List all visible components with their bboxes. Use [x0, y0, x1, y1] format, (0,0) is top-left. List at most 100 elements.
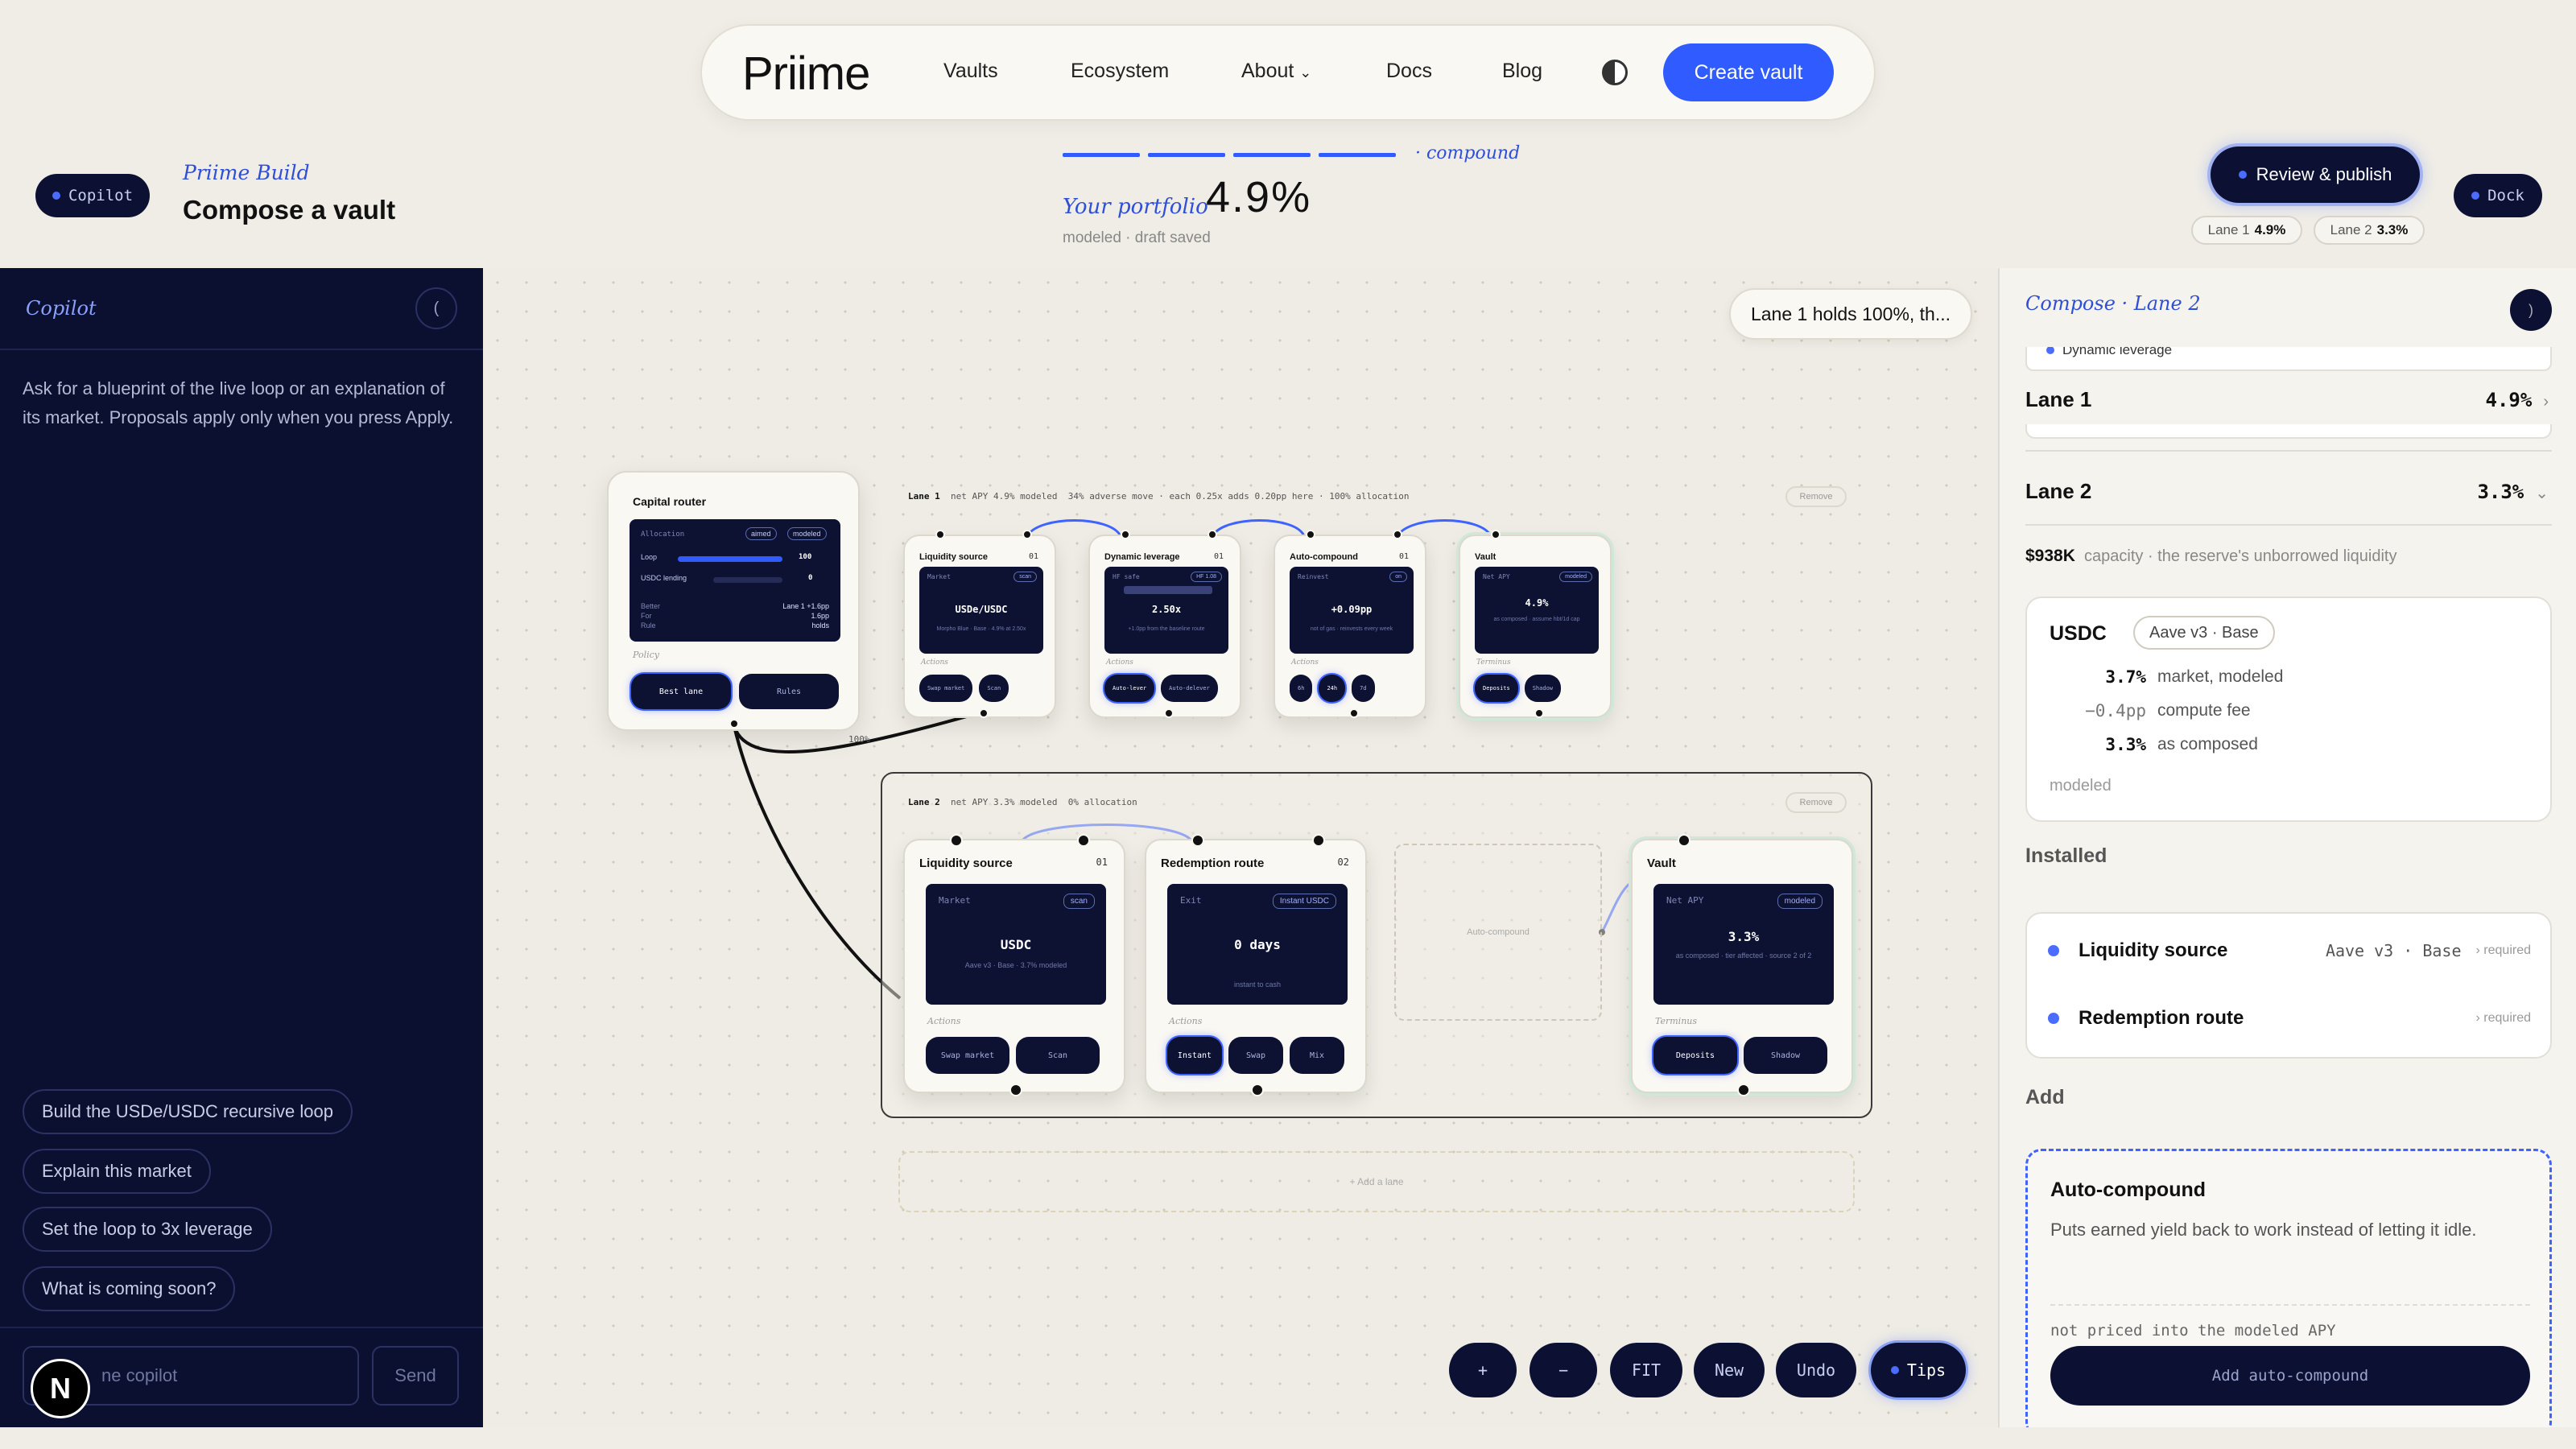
copilot-pill[interactable]: Copilot [35, 174, 150, 217]
nav-blog[interactable]: Blog [1502, 60, 1543, 82]
port[interactable] [1678, 834, 1690, 847]
new-button[interactable]: New [1694, 1343, 1765, 1397]
port[interactable] [1208, 530, 1217, 539]
port[interactable] [1349, 708, 1359, 718]
empty-slot-auto-compound[interactable]: Auto-compound [1394, 844, 1602, 1021]
node-number: 02 [1337, 857, 1349, 868]
instant-button[interactable]: Instant [1167, 1037, 1222, 1074]
send-button[interactable]: Send [372, 1346, 459, 1406]
port[interactable] [729, 719, 739, 729]
port[interactable] [1306, 530, 1315, 539]
zoom-in-button[interactable]: + [1449, 1343, 1517, 1397]
dock-button[interactable]: Dock [2454, 174, 2542, 217]
mix-button[interactable]: Mix [1290, 1037, 1344, 1074]
lane2-vault-node[interactable]: Vault Net APY modeled 3.3% as composed ·… [1631, 834, 1853, 1096]
close-panel-button[interactable]: ) [2510, 289, 2552, 331]
review-publish-button[interactable]: Review & publish [2211, 147, 2420, 203]
nav-docs[interactable]: Docs [1386, 60, 1432, 82]
port[interactable] [1491, 530, 1501, 539]
lane1-liquidity-source-node[interactable]: Liquidity source 01 Market scan USDe/USD… [903, 530, 1056, 718]
node-tag: Market [939, 895, 971, 906]
suggestion-chip[interactable]: What is coming soon? [23, 1266, 236, 1311]
copilot-sidebar: Copilot ( Ask for a blueprint of the liv… [0, 268, 483, 1427]
interval-6h-button[interactable]: 6h [1290, 675, 1313, 702]
node-number: 01 [1213, 552, 1224, 561]
copilot-input[interactable]: ne copilot [23, 1346, 359, 1406]
lane2-remove-button[interactable]: Remove [1785, 792, 1847, 813]
swap-market-button[interactable]: Swap market [919, 675, 973, 702]
port[interactable] [979, 708, 989, 718]
port[interactable] [1121, 530, 1130, 539]
port[interactable] [935, 530, 945, 539]
best-lane-button[interactable]: Best lane [631, 674, 731, 709]
fit-button[interactable]: FIT [1610, 1343, 1682, 1397]
capital-router-node[interactable]: Capital router Allocation aimed modeled … [607, 471, 860, 731]
lane2-redemption-route-node[interactable]: Redemption route 02 Exit Instant USDC 0 … [1145, 834, 1367, 1096]
nav-vaults[interactable]: Vaults [943, 60, 998, 82]
lane2-meta: Lane 2 net APY 3.3% modeled 0% allocatio… [908, 797, 1137, 807]
add-auto-compound-button[interactable]: Add auto-compound [2050, 1346, 2530, 1406]
source-tag[interactable]: Aave v3 · Base [2133, 616, 2275, 650]
avatar[interactable]: N [31, 1359, 90, 1418]
nav-about[interactable]: About ⌄ [1241, 60, 1311, 83]
scan-button[interactable]: Scan [1016, 1037, 1100, 1074]
undo-button[interactable]: Undo [1776, 1343, 1856, 1397]
lane1-vault-node[interactable]: Vault Net APY modeled 4.9% as composed ·… [1459, 530, 1612, 718]
suggestion-chip[interactable]: Set the loop to 3x leverage [23, 1207, 272, 1252]
port[interactable] [950, 834, 963, 847]
zoom-out-button[interactable]: − [1530, 1343, 1597, 1397]
sidebar-footer: ne copilot Send [0, 1327, 483, 1427]
loop-bar[interactable] [678, 556, 782, 562]
nav-ecosystem[interactable]: Ecosystem [1071, 60, 1170, 82]
port[interactable] [1009, 1084, 1022, 1096]
lane1-remove-button[interactable]: Remove [1785, 486, 1847, 507]
lane1-dynamic-leverage-node[interactable]: Dynamic leverage 01 HF safe HF 1.08 2.50… [1088, 530, 1241, 718]
add-lane-button[interactable]: + Add a lane [898, 1151, 1855, 1212]
build-label: Priime Build [183, 161, 310, 184]
logo[interactable]: Priime [742, 47, 870, 100]
lane1-auto-compound-node[interactable]: Auto-compound 01 Reinvest on +0.09pp not… [1274, 530, 1426, 718]
shadow-button[interactable]: Shadow [1744, 1037, 1827, 1074]
interval-7d-button[interactable]: 7d [1352, 675, 1375, 702]
actions-label: Actions [921, 658, 948, 667]
node-screen: Reinvest on +0.09pp not of gas · reinves… [1290, 567, 1414, 654]
scan-button[interactable]: Scan [979, 675, 1009, 702]
suggestion-chip[interactable]: Explain this market [23, 1149, 211, 1194]
create-vault-button[interactable]: Create vault [1663, 43, 1834, 101]
progress-segment [1063, 153, 1140, 157]
port[interactable] [1191, 834, 1204, 847]
swap-button[interactable]: Swap [1228, 1037, 1283, 1074]
suggestion-chip[interactable]: Build the USDe/USDC recursive loop [23, 1089, 353, 1134]
port[interactable] [1534, 708, 1544, 718]
usdc-bar[interactable] [713, 577, 782, 583]
installed-redemption-route[interactable]: Redemption route› required [2048, 1007, 2531, 1030]
lane2-liquidity-source-node[interactable]: Liquidity source 01 Market scan USDC Aav… [903, 834, 1125, 1096]
port[interactable] [1737, 1084, 1750, 1096]
port[interactable] [1077, 834, 1090, 847]
tips-button[interactable]: Tips [1871, 1343, 1966, 1397]
deposits-button[interactable]: Deposits [1475, 675, 1518, 702]
shadow-button[interactable]: Shadow [1524, 675, 1562, 702]
collapse-sidebar-button[interactable]: ( [415, 287, 457, 329]
installed-required: › required [2475, 943, 2531, 957]
port[interactable] [1393, 530, 1402, 539]
leverage-slider[interactable] [1124, 586, 1212, 594]
theme-toggle-icon[interactable] [1602, 60, 1628, 85]
port[interactable] [1251, 1084, 1264, 1096]
deposits-button[interactable]: Deposits [1653, 1037, 1737, 1074]
swap-market-button[interactable]: Swap market [926, 1037, 1009, 1074]
rules-button[interactable]: Rules [739, 674, 839, 709]
interval-24h-button[interactable]: 24h [1319, 675, 1346, 702]
port[interactable] [1164, 708, 1174, 718]
auto-delever-button[interactable]: Auto-delever [1161, 675, 1218, 702]
port[interactable] [1312, 834, 1325, 847]
auto-lever-button[interactable]: Auto-lever [1104, 675, 1155, 702]
fee-text: as composed [2157, 735, 2258, 753]
allocation-tooltip: Lane 1 holds 100%, th... [1729, 288, 1972, 340]
port[interactable] [1022, 530, 1032, 539]
